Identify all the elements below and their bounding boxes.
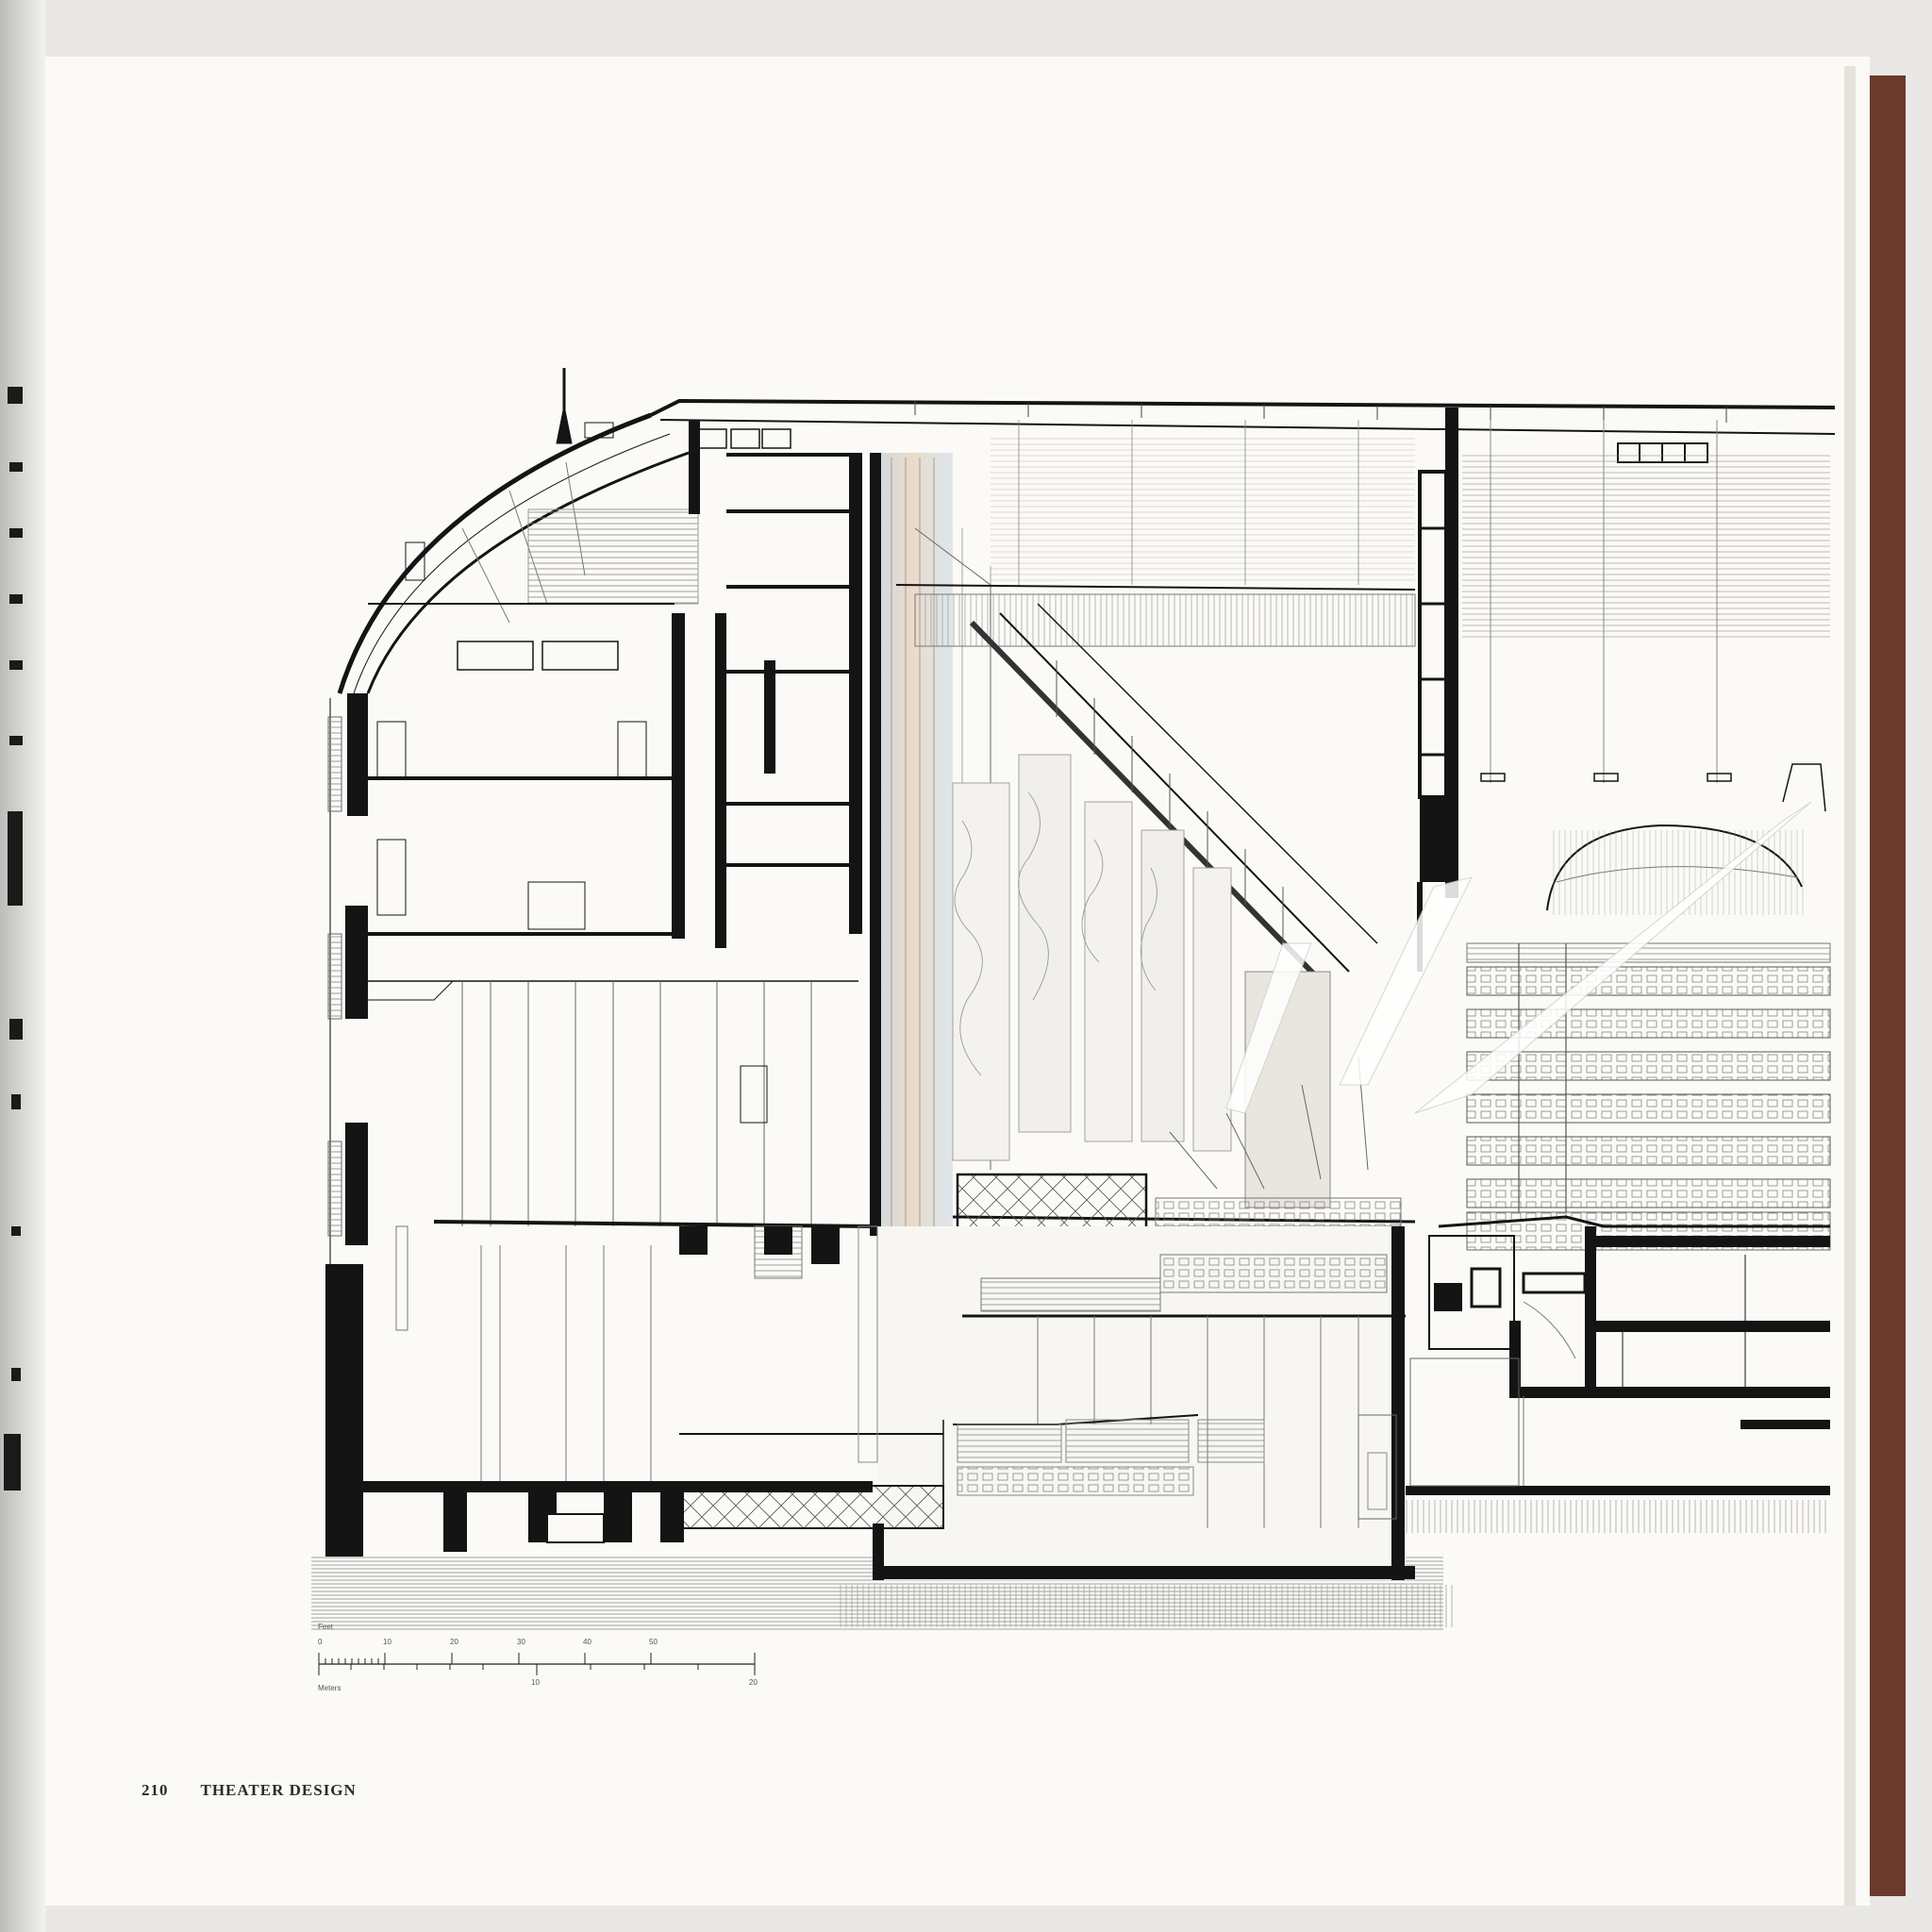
scenery-flats	[952, 754, 1232, 1161]
fly-bridge	[969, 620, 1324, 984]
left-page-bleed-marks	[4, 387, 23, 1491]
left-page-strip	[0, 0, 45, 1932]
scale-feet-tick-30: 30	[517, 1638, 525, 1646]
page-edge-shadow	[1844, 66, 1856, 1906]
stage-tower-wash	[873, 453, 953, 1226]
scale-feet-tick-40: 40	[583, 1638, 591, 1646]
page-footer: 210 THEATER DESIGN	[142, 1781, 357, 1800]
roof-line	[650, 398, 1836, 417]
scale-feet-tick-20: 20	[450, 1638, 458, 1646]
scale-feet-tick-10: 10	[383, 1638, 391, 1646]
page-number: 210	[142, 1781, 169, 1799]
scale-meters-tick-10: 10	[531, 1678, 540, 1687]
scale-meters-tick-20: 20	[749, 1678, 758, 1687]
dome-inner	[366, 451, 690, 694]
theater-section-drawing	[311, 368, 1836, 1632]
scale-bar: Feet 0 10 20 30 40 50 10 20 Meters	[318, 1623, 758, 1692]
scale-feet-label: Feet	[318, 1623, 334, 1631]
proscenium-wall	[1445, 408, 1458, 898]
scale-meters-label: Meters	[318, 1684, 341, 1692]
left-wall	[347, 693, 368, 816]
running-title: THEATER DESIGN	[200, 1781, 357, 1799]
scale-feet-tick-0: 0	[318, 1638, 323, 1646]
scale-feet-tick-50: 50	[649, 1638, 658, 1646]
foundation	[325, 1481, 873, 1492]
light-beams	[1225, 801, 1812, 1114]
dome-outer	[337, 412, 652, 694]
core-wall-1	[672, 613, 685, 939]
